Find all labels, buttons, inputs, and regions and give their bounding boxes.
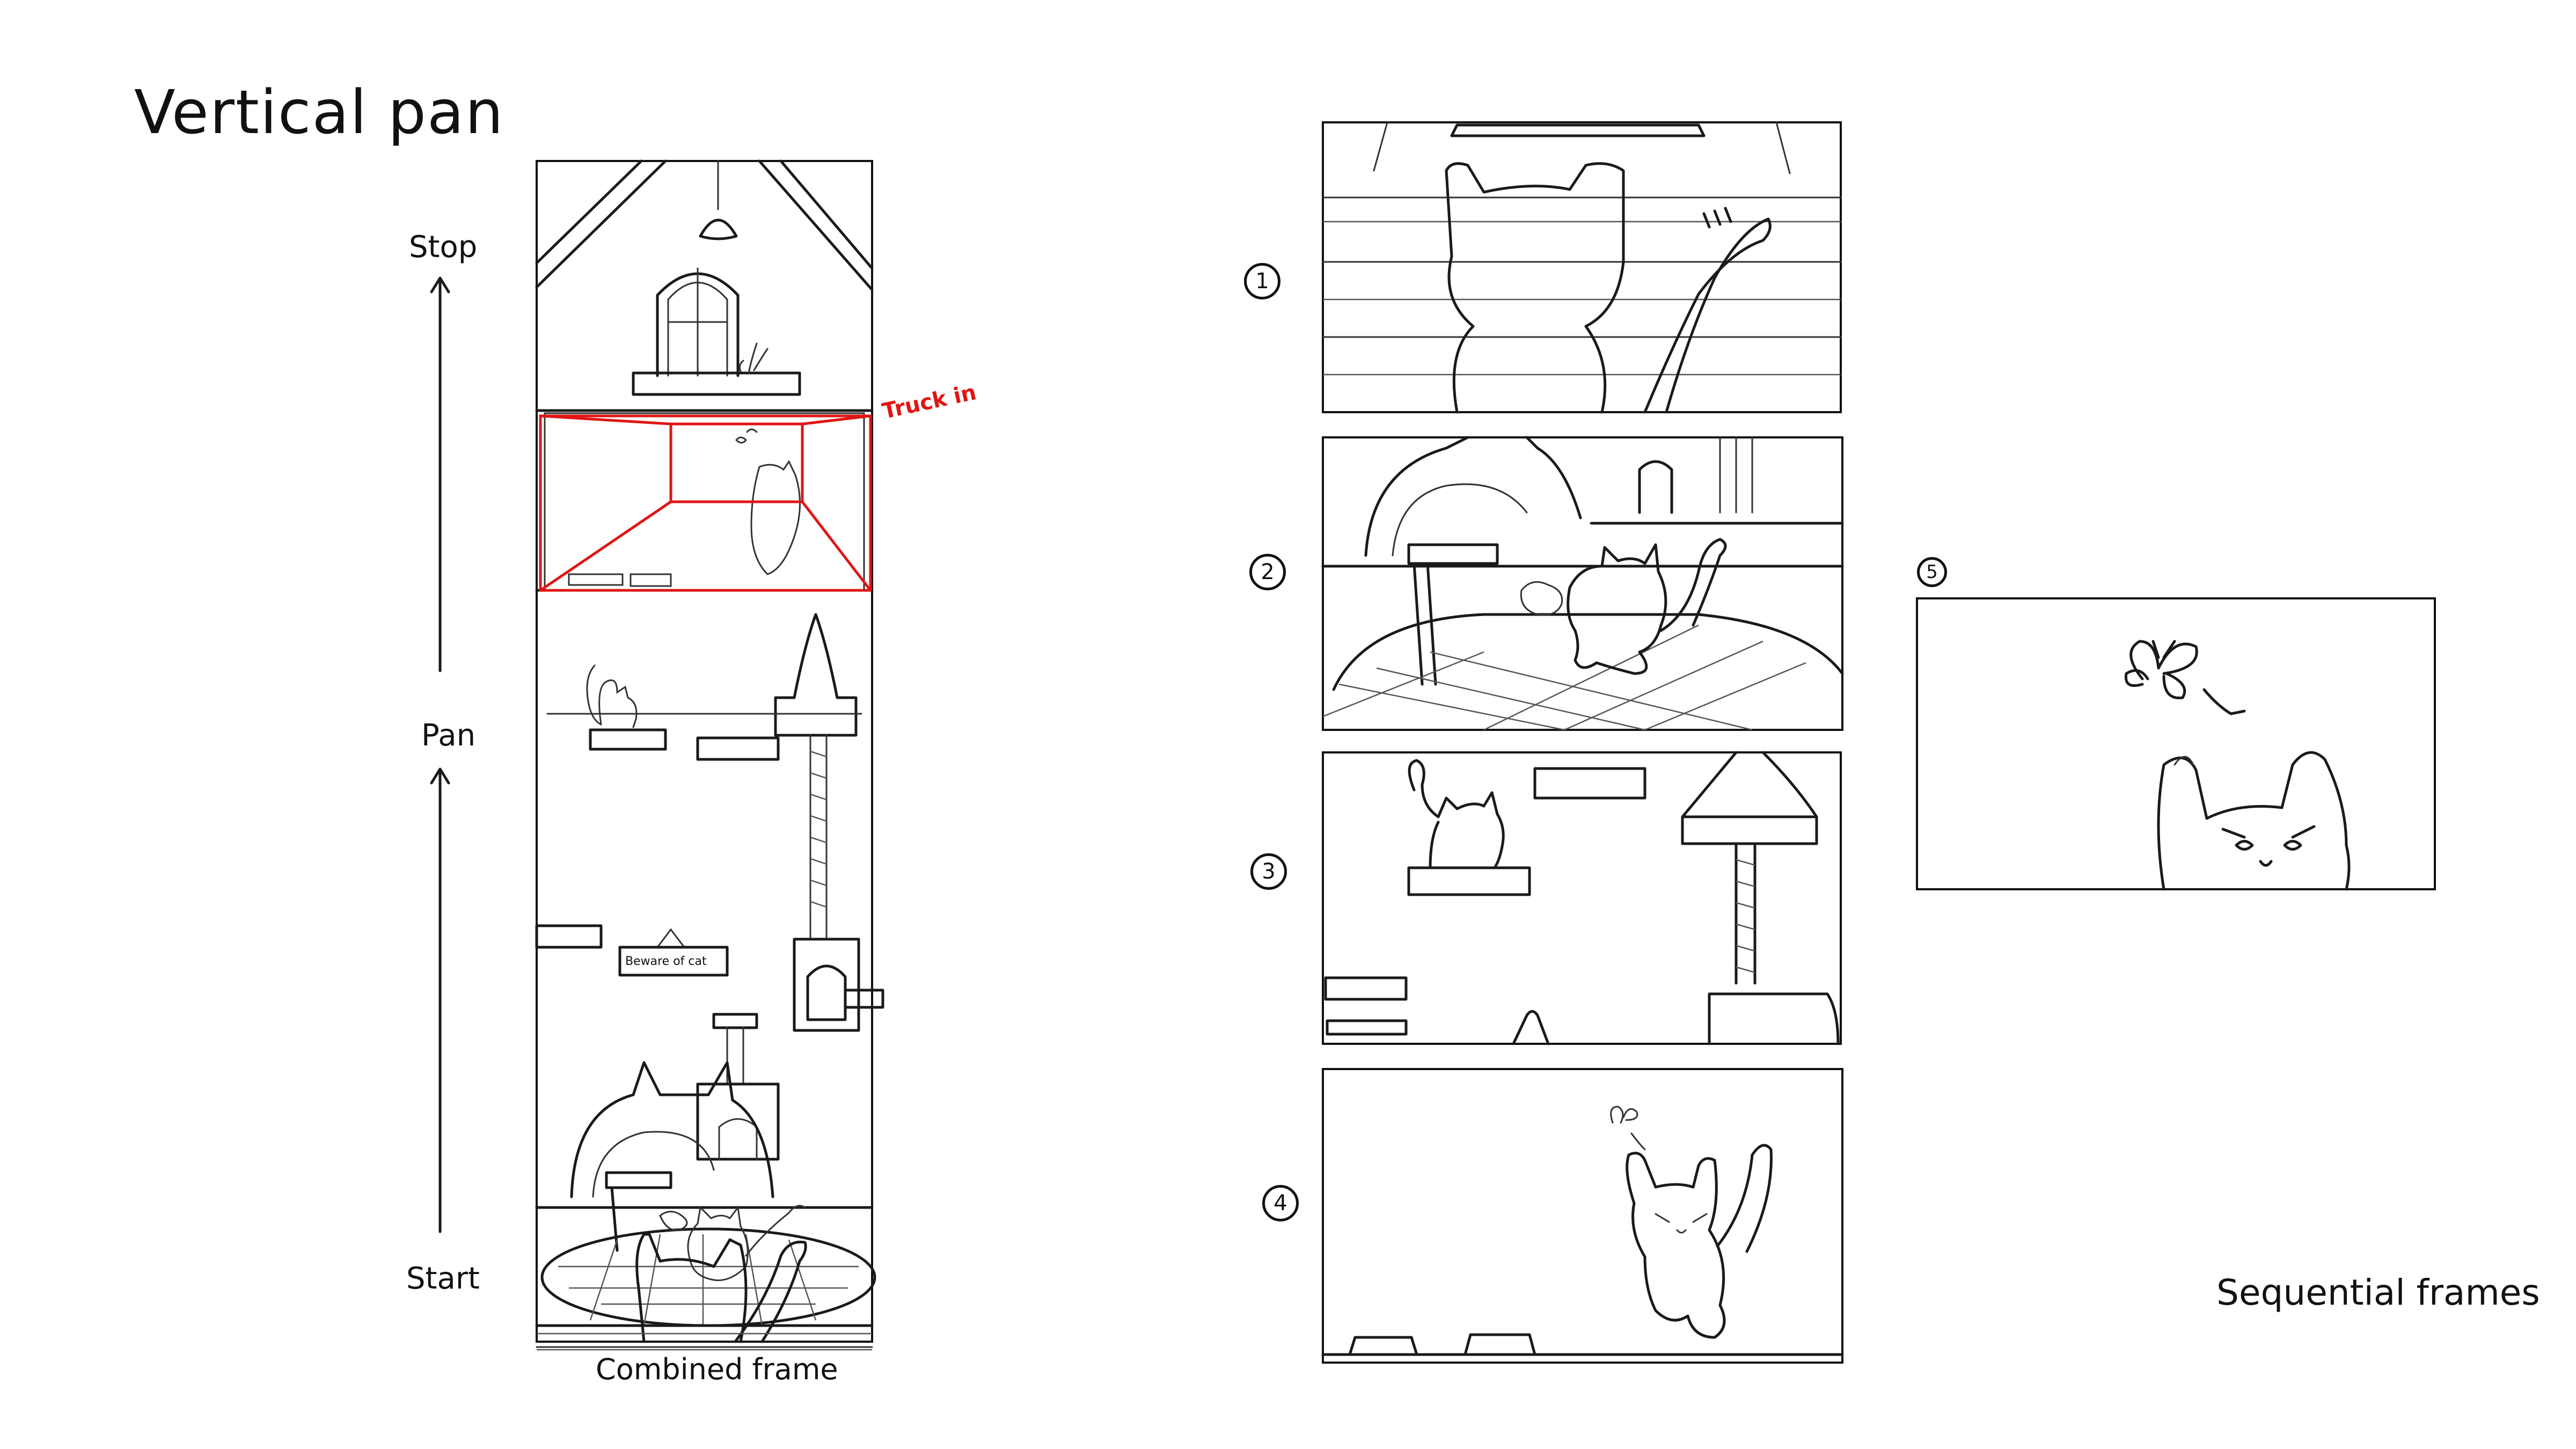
frame-number-3: 3 — [1250, 853, 1287, 890]
cat-bed-arch — [537, 1063, 875, 1326]
attic-roof — [537, 161, 872, 290]
stop-label: Stop — [409, 230, 478, 265]
small-cat-tree — [698, 1014, 778, 1159]
combined-frame — [537, 161, 872, 1342]
pan-arrow-lower — [424, 765, 456, 1232]
truck-in-annotation-lines — [540, 416, 870, 590]
sequential-frame-3 — [1323, 752, 1841, 1044]
pan-label: Pan — [421, 718, 476, 753]
frame-number-4: 4 — [1262, 1185, 1299, 1221]
ceiling-lamp — [700, 161, 736, 239]
sequential-frame-1 — [1323, 122, 1841, 412]
frame-number-2: 2 — [1249, 554, 1286, 590]
cat-from-behind — [537, 1234, 872, 1342]
combined-frame-caption: Combined frame — [596, 1352, 838, 1386]
frame-number-5: 5 — [1917, 557, 1947, 587]
sequential-frame-4 — [1323, 1069, 1842, 1363]
beware-of-cat-sign — [620, 930, 727, 975]
beams — [537, 714, 872, 1350]
sequential-frames-caption: Sequential frames — [2216, 1272, 2540, 1313]
arched-window — [633, 268, 800, 394]
cat-shelves — [537, 614, 883, 1030]
page-title: Vertical pan — [134, 78, 504, 148]
pan-arrow-upper — [424, 274, 456, 671]
sign-text: Beware of cat — [625, 955, 707, 968]
truck-in-label: Truck in — [880, 380, 979, 424]
frame-number-1: 1 — [1244, 263, 1280, 299]
sequential-frame-5 — [1917, 598, 2435, 889]
sequential-frame-2 — [1323, 437, 1842, 730]
start-label: Start — [406, 1261, 480, 1296]
